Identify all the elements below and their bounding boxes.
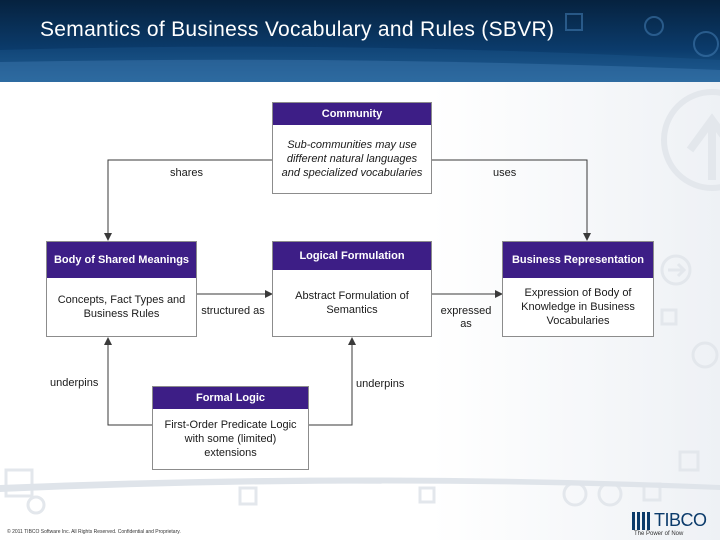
underpins-right-arrow: [309, 337, 356, 426]
shared-meanings-description: Concepts, Fact Types and Business Rules: [57, 294, 186, 320]
logical-formulation-description: Abstract Formulation of Semantics: [295, 290, 409, 316]
community-box: Community Sub-communities may use differ…: [272, 102, 432, 194]
expressed-as-label: expressed as: [440, 305, 492, 330]
community-title: Community: [273, 103, 431, 125]
uses-label: uses: [493, 167, 517, 179]
tibco-logo-mark-icon: [632, 512, 650, 530]
shared-meanings-box: Body of Shared Meanings Concepts, Fact T…: [46, 241, 197, 337]
shares-label: shares: [170, 167, 204, 179]
tibco-logo-text: TIBCO: [654, 510, 707, 530]
copyright-footer: © 2011 TIBCO Software Inc. All Rights Re…: [7, 529, 181, 535]
uses-arrow: [432, 159, 591, 241]
banner-wave-decoration: [0, 13, 720, 82]
shared-meanings-title: Body of Shared Meanings: [47, 242, 196, 278]
logical-formulation-title: Logical Formulation: [273, 242, 431, 270]
tibco-logo-tagline: The Power of Now: [634, 531, 684, 537]
tibco-logo: TIBCO The Power of Now: [632, 510, 718, 538]
business-representation-title: Business Representation: [503, 242, 653, 278]
slide-title: Semantics of Business Vocabulary and Rul…: [40, 18, 555, 41]
logical-formulation-box: Logical Formulation Abstract Formulation…: [272, 241, 432, 337]
structured-as-label: structured as: [201, 305, 265, 317]
shares-arrow: [104, 159, 272, 241]
title-banner: Semantics of Business Vocabulary and Rul…: [0, 0, 720, 82]
business-representation-box: Business Representation Expression of Bo…: [502, 241, 654, 337]
formal-logic-description: First-Order Predicate Logic with some (l…: [164, 419, 297, 459]
formal-logic-box: Formal Logic First-Order Predicate Logic…: [152, 386, 309, 470]
community-description: Sub-communities may use different natura…: [281, 139, 423, 179]
business-representation-description: Expression of Body of Knowledge in Busin…: [521, 287, 635, 327]
formal-logic-title: Formal Logic: [153, 387, 308, 409]
underpins-left-label: underpins: [50, 377, 99, 389]
underpins-right-label: underpins: [356, 378, 405, 390]
underpins-left-arrow: [104, 337, 152, 426]
